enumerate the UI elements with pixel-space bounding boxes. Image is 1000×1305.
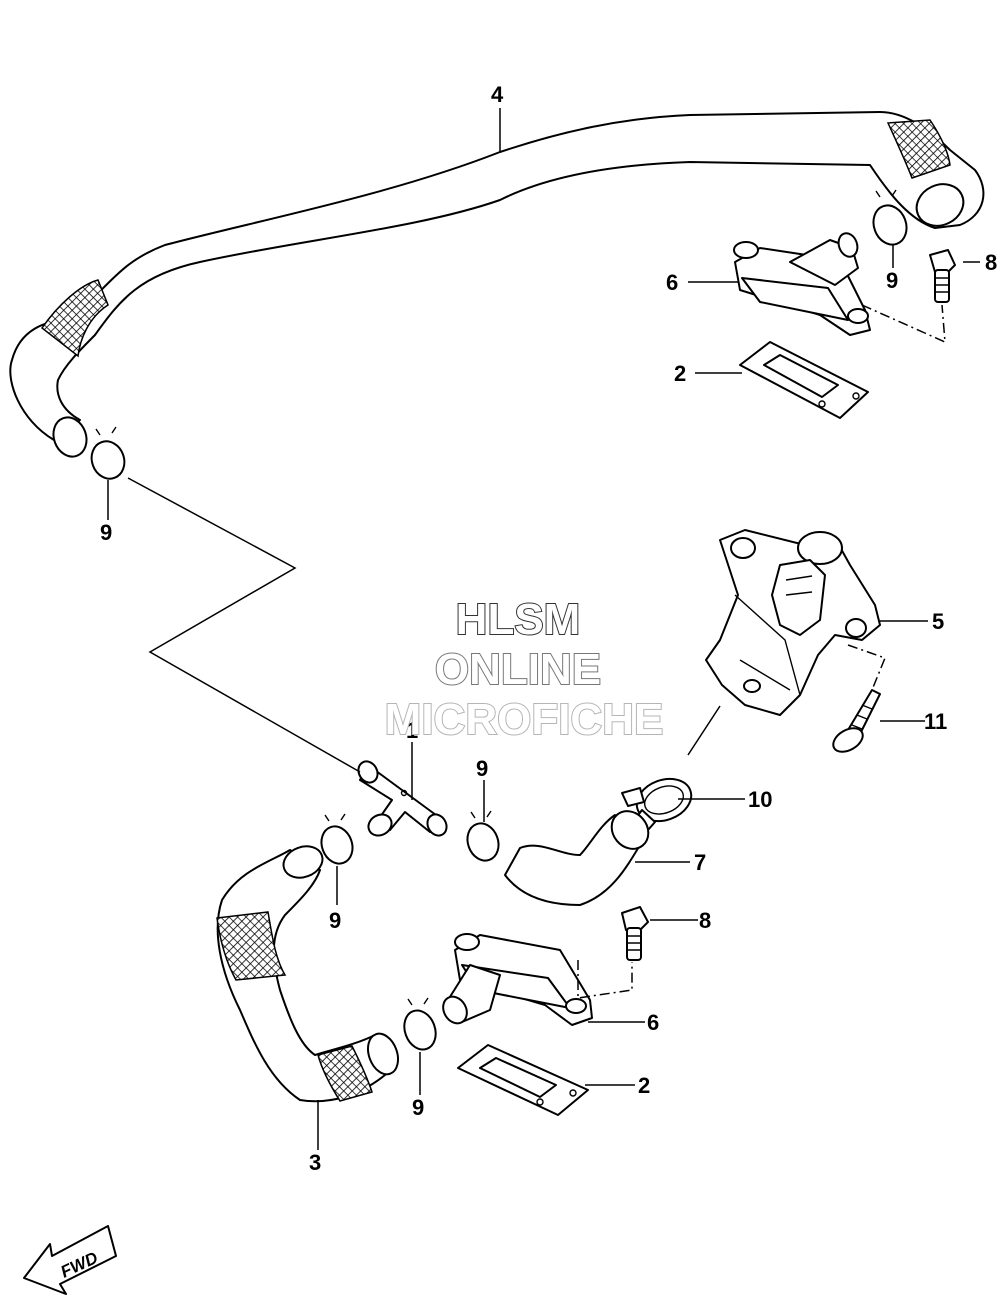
callout-8-lower: 8 [699, 908, 711, 933]
bolt-8-upper[interactable] [929, 249, 956, 303]
callout-2-upper: 2 [674, 361, 686, 386]
clamp-9-upper-right[interactable] [868, 189, 912, 249]
clamp-9-left[interactable] [316, 813, 357, 868]
callout-9-left: 9 [329, 908, 341, 933]
hose-7[interactable] [504, 804, 656, 906]
watermark-line-2: ONLINE [435, 645, 601, 694]
watermark-line-1: HLSM [456, 595, 581, 644]
clamp-10[interactable] [621, 772, 697, 831]
fwd-arrow-icon [23, 1225, 117, 1295]
callout-6-lower: 6 [647, 1010, 659, 1035]
hose-4[interactable] [9, 111, 985, 461]
callout-9-upper-right: 9 [886, 268, 898, 293]
watermark: HLSM ONLINE MICROFICHE [384, 594, 665, 745]
callout-8-upper: 8 [985, 250, 997, 275]
callout-9-upper-left: 9 [100, 520, 112, 545]
callout-2-lower: 2 [638, 1073, 650, 1098]
callout-9-lower: 9 [412, 1095, 424, 1120]
reed-valve-cover-6-upper[interactable] [733, 231, 871, 336]
callout-4: 4 [491, 82, 504, 107]
gasket-2-lower[interactable] [457, 1044, 589, 1116]
callout-5: 5 [932, 609, 944, 634]
callout-3: 3 [309, 1150, 321, 1175]
clamp-9-center[interactable] [462, 810, 503, 865]
callouts: 4 6 9 8 2 9 5 11 1 9 10 7 9 8 6 2 9 3 [100, 82, 997, 1175]
callout-9-center: 9 [476, 756, 488, 781]
air-valve-5[interactable] [705, 529, 881, 716]
callout-10: 10 [748, 787, 772, 812]
reed-valve-cover-6-lower[interactable] [438, 933, 593, 1028]
callout-7: 7 [694, 850, 706, 875]
screw-11[interactable] [829, 689, 881, 757]
callout-1: 1 [406, 718, 418, 743]
clamp-9-lower[interactable] [399, 997, 441, 1054]
callout-6-upper: 6 [666, 270, 678, 295]
fwd-direction-badge: FWD [23, 1225, 117, 1295]
gasket-2-upper[interactable] [739, 341, 869, 419]
watermark-line-3: MICROFICHE [385, 695, 664, 744]
leader-lines [107, 108, 980, 1150]
clamp-9-upper-left[interactable] [86, 426, 129, 483]
alignment-lines [577, 304, 946, 999]
bolt-8-lower[interactable] [621, 906, 649, 961]
joint-1[interactable] [355, 758, 451, 840]
callout-11: 11 [924, 709, 947, 734]
hose-3[interactable] [216, 841, 403, 1103]
